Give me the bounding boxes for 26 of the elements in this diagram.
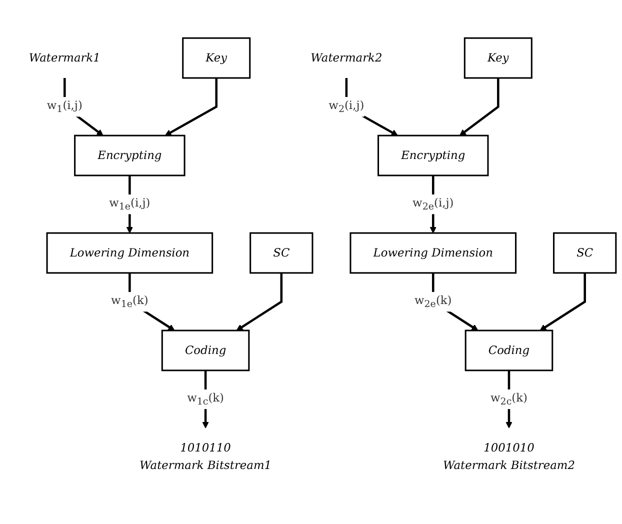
node-box: Lowering Dimension — [350, 232, 517, 274]
node-text: 1001010 Watermark Bitstream2 — [442, 441, 575, 472]
node-box: Key — [182, 38, 251, 80]
node-box: SC — [553, 232, 617, 274]
node-text: Watermark1 — [28, 51, 100, 66]
edge-label: w$_{2e}$(k) — [414, 294, 452, 310]
edge-label: w$_{1e}$(i,j) — [109, 196, 150, 212]
node-box: SC — [250, 232, 314, 274]
node-box: Key — [464, 38, 532, 80]
edge-label: w$_{1e}$(k) — [111, 294, 148, 310]
edge-label: w$_{1c}$(k) — [187, 391, 224, 408]
arrow — [459, 78, 500, 136]
node-box: Lowering Dimension — [46, 232, 214, 274]
edge-label: w$_{1}$(i,j) — [46, 98, 82, 115]
arrow — [164, 78, 218, 136]
node-text: 1010110 Watermark Bitstream1 — [140, 441, 272, 472]
arrow — [540, 273, 586, 332]
node-box: Coding — [464, 330, 554, 372]
edge-label: w$_{2e}$(i,j) — [412, 196, 454, 212]
arrow — [236, 273, 283, 332]
edge-label: w$_{2}$(i,j) — [328, 98, 364, 115]
node-box: Encrypting — [378, 135, 489, 177]
node-box: Coding — [161, 330, 250, 372]
node-text: Watermark2 — [310, 51, 382, 66]
edge-label: w$_{2c}$(k) — [490, 391, 528, 408]
node-box: Encrypting — [74, 135, 186, 177]
